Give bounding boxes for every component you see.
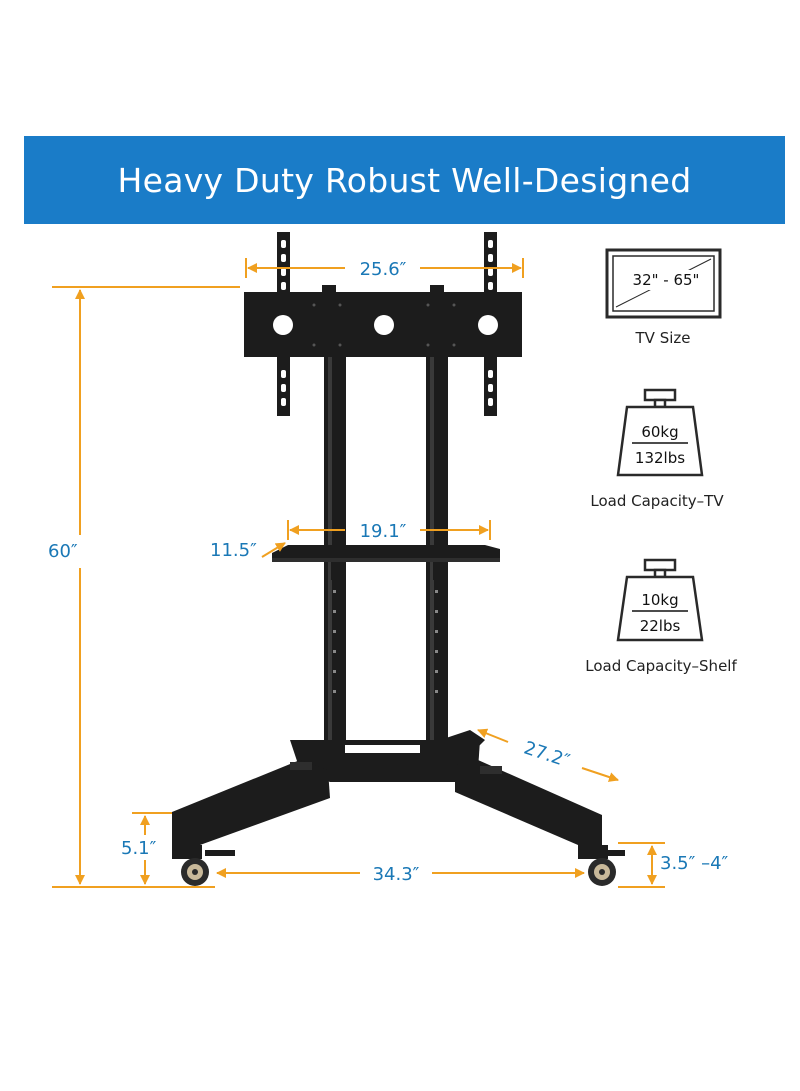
tv-stand-product [172, 232, 625, 886]
dimension-lines [52, 258, 665, 888]
dim-caster-height: 3.5″ –4″ [660, 853, 729, 874]
dim-base-width: 34.3″ [373, 864, 420, 885]
header-banner: Heavy Duty Robust Well-Designed [24, 136, 785, 224]
dim-shelf-width: 19.1″ [360, 521, 407, 542]
capacity-tv-lbs: 132lbs [635, 449, 685, 467]
weight-tv-icon [616, 388, 704, 477]
capacity-shelf-kg: 10kg [641, 591, 678, 609]
capacity-shelf-lbs: 22lbs [640, 617, 681, 635]
tv-size-range: 32" - 65" [633, 271, 700, 289]
dim-total-height: 60″ [48, 541, 78, 562]
dim-base-height: 5.1″ [121, 838, 157, 859]
dim-base-depth: 27.2″ [521, 738, 572, 773]
capacity-tv-label: Load Capacity–TV [590, 492, 724, 510]
capacity-tv-kg: 60kg [641, 423, 678, 441]
dim-mount-width: 25.6″ [360, 259, 407, 280]
dim-shelf-depth: 11.5″ [210, 540, 257, 561]
tv-size-label: TV Size [635, 329, 691, 347]
banner-title: Heavy Duty Robust Well-Designed [117, 160, 692, 200]
weight-shelf-icon [616, 558, 704, 642]
capacity-shelf-label: Load Capacity–Shelf [585, 657, 737, 675]
